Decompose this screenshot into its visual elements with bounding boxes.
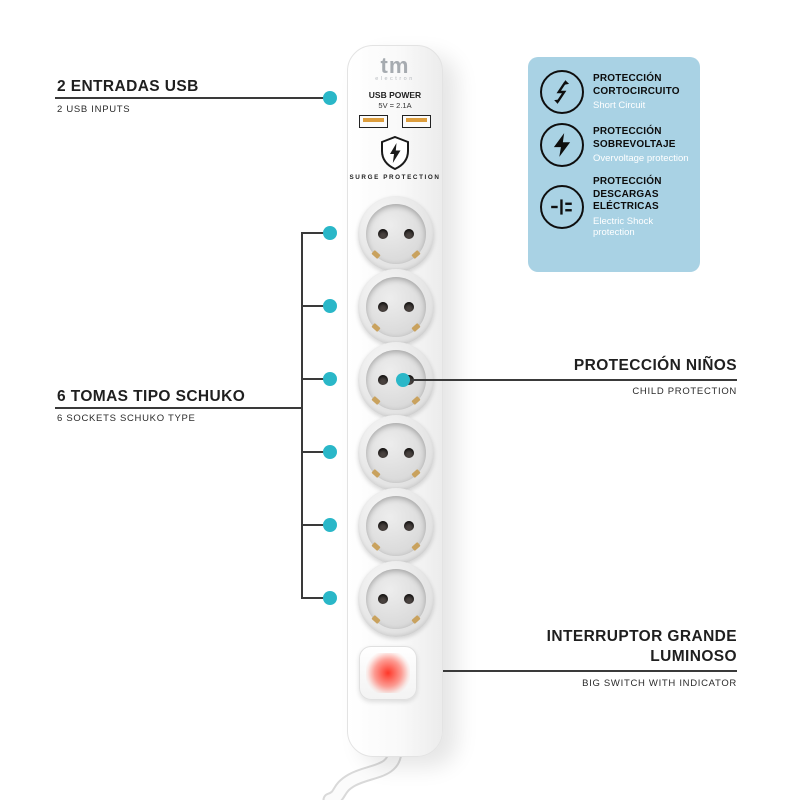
schuko-socket-2 (358, 269, 434, 345)
overvoltage-icon (540, 123, 584, 167)
power-cable (322, 748, 403, 800)
callout-dot-child (396, 373, 410, 387)
schuko-socket-1 (358, 196, 434, 272)
protection-item-subtitle: Short Circuit (593, 100, 646, 111)
brand-logo: tm (380, 53, 410, 78)
power-strip: tm electron USB POWER 5V = 2.1A SURGE PR… (347, 45, 443, 757)
socket-recess (366, 204, 426, 264)
callout-dot-socket-3 (323, 372, 337, 386)
callout-dot-socket-5 (323, 518, 337, 532)
protection-item-subtitle: Overvoltage protection (593, 153, 689, 164)
callout-stub (301, 232, 324, 234)
short-circuit-icon (540, 70, 584, 114)
callout-line-switch (443, 670, 737, 672)
callout-line-usb (55, 97, 326, 99)
protection-item-electric-shock: PROTECCIÓN DESCARGAS ELÉCTRICAS Electric… (540, 176, 692, 238)
switch-annotation-subtitle: BIG SWITCH WITH INDICATOR (582, 678, 737, 689)
electric-shock-icon (540, 184, 584, 229)
schuko-socket-4 (358, 415, 434, 491)
callout-dot-socket-6 (323, 591, 337, 605)
callout-stub (301, 378, 324, 380)
usb-tab (363, 118, 384, 122)
protection-item-title: PROTECCIÓN CORTOCIRCUITO (593, 73, 680, 97)
usb-power-spec: 5V = 2.1A (378, 101, 412, 110)
schuko-socket-5 (358, 488, 434, 564)
usb-annotation-title: 2 ENTRADAS USB (57, 78, 199, 95)
usb-annotation-subtitle: 2 USB INPUTS (57, 104, 131, 115)
usb-tab (406, 118, 427, 122)
callout-dot-socket-4 (323, 445, 337, 459)
surge-protection-label: SURGE PROTECTION (349, 174, 441, 181)
protection-item-title: PROTECCIÓN SOBREVOLTAJE (593, 126, 676, 150)
callout-dot-usb (323, 91, 337, 105)
socket-recess (366, 277, 426, 337)
schuko-socket-6 (358, 561, 434, 637)
socket-recess (366, 496, 426, 556)
callout-stub (301, 305, 324, 307)
brand-logo-subtext: electron (375, 76, 415, 82)
callout-stub (301, 597, 324, 599)
callout-stub (301, 524, 324, 526)
callout-stub (301, 451, 324, 453)
protection-item-overvoltage: PROTECCIÓN SOBREVOLTAJE Overvoltage prot… (540, 123, 692, 167)
usb-port-right (402, 115, 431, 128)
switch-annotation-title: INTERRUPTOR GRANDE LUMINOSO (546, 628, 737, 665)
usb-ports (348, 115, 442, 128)
socket-recess (366, 423, 426, 483)
protection-item-short-circuit: PROTECCIÓN CORTOCIRCUITO Short Circuit (540, 70, 692, 114)
child-protection-title: PROTECCIÓN NIÑOS (573, 357, 737, 374)
power-switch (359, 646, 417, 700)
sockets-annotation-subtitle: 6 SOCKETS SCHUKO TYPE (57, 413, 196, 424)
protection-feature-box: PROTECCIÓN CORTOCIRCUITO Short Circuit P… (528, 57, 700, 272)
socket-recess (366, 569, 426, 629)
usb-power-label: USB POWER (368, 90, 422, 100)
callout-line-sockets (55, 407, 302, 409)
surge-shield-icon (381, 136, 409, 170)
switch-indicator-light (366, 653, 410, 693)
protection-item-subtitle: Electric Shock protection (593, 215, 654, 238)
usb-port-left (359, 115, 388, 128)
sockets-annotation-title: 6 TOMAS TIPO SCHUKO (57, 388, 246, 405)
callout-bracket-sockets (301, 233, 303, 598)
callout-dot-socket-2 (323, 299, 337, 313)
protection-item-title: PROTECCIÓN DESCARGAS ELÉCTRICAS (593, 176, 662, 212)
child-protection-subtitle: CHILD PROTECTION (632, 386, 737, 397)
callout-line-child (403, 379, 737, 381)
callout-dot-socket-1 (323, 226, 337, 240)
